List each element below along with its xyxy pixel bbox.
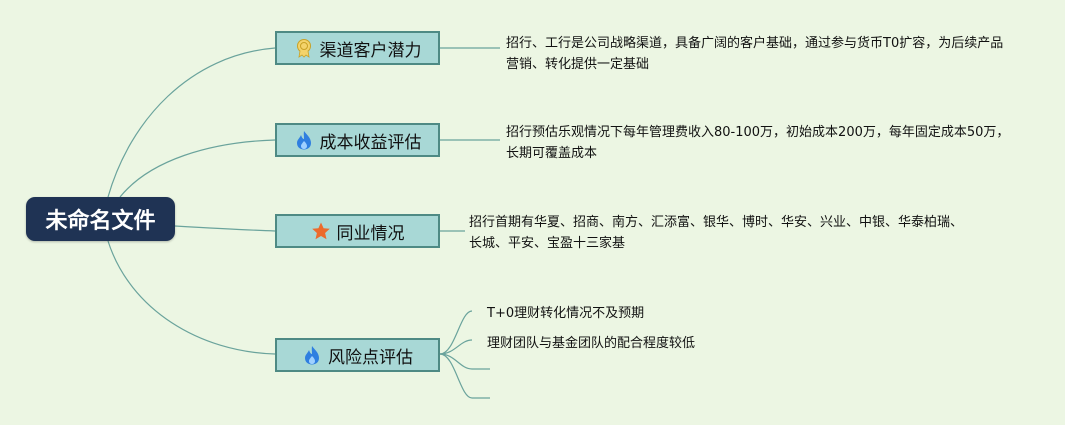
branch-label: 成本收益评估 [319, 132, 422, 153]
flame-icon [302, 345, 322, 365]
link-root-branch-2 [119, 139, 276, 198]
root-node[interactable]: 未命名文件 [26, 197, 175, 241]
risk-sub-item-2[interactable]: 理财团队与基金团队的配合程度较低 [487, 336, 696, 351]
branch-label: 渠道客户潜力 [319, 40, 422, 61]
branch-channel-potential[interactable]: 渠道客户潜力 [275, 31, 440, 65]
branch-risk-assessment[interactable]: 风险点评估 [275, 338, 440, 372]
link-branch-4-sub-1 [439, 310, 473, 355]
branch-peers[interactable]: 同业情况 [275, 214, 440, 248]
root-label: 未命名文件 [45, 209, 156, 234]
branch-3-note: 招行首期有华夏、招商、南方、汇添富、银华、博时、华安、兴业、中银、华泰柏瑞、长城… [469, 215, 964, 251]
link-root-branch-3 [174, 225, 276, 232]
branch-label: 风险点评估 [328, 347, 413, 368]
medal-icon [294, 38, 314, 58]
link-root-branch-1 [107, 47, 276, 198]
link-root-branch-4 [107, 240, 276, 355]
branch-1-note: 招行、工行是公司战略渠道，具备广阔的客户基础，通过参与货币T0扩容，为后续产品营… [506, 36, 1004, 72]
risk-sub-item-1[interactable]: T+0理财转化情况不及预期 [487, 306, 645, 321]
branch-cost-benefit[interactable]: 成本收益评估 [275, 123, 440, 157]
link-branch-4-sub-4 [439, 353, 473, 399]
flame-icon [294, 130, 314, 150]
branch-2-note: 招行预估乐观情况下每年管理费收入80-100万，初始成本200万，每年固定成本5… [506, 125, 1010, 161]
branch-label: 同业情况 [336, 223, 405, 244]
link-branch-4-sub-2 [439, 339, 473, 355]
star-icon [311, 221, 331, 241]
